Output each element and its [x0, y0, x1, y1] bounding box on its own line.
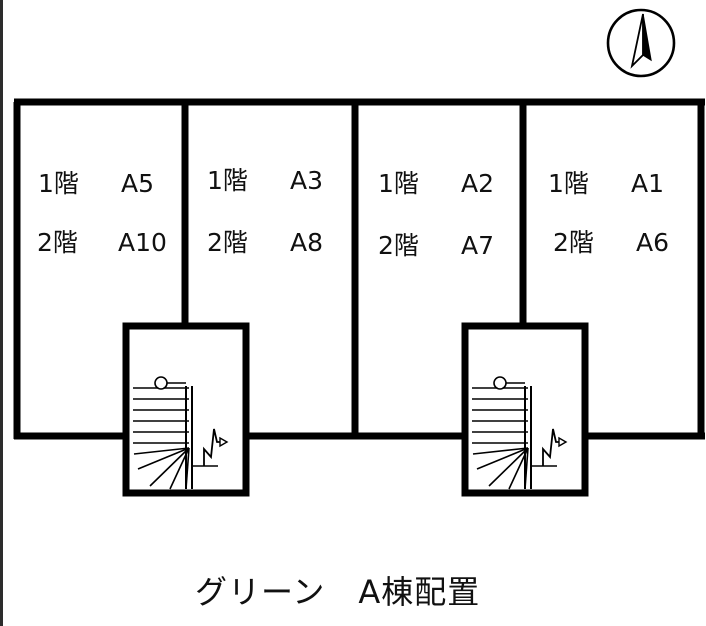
unit-number: A5: [121, 169, 154, 198]
floor1-label: 1階: [38, 169, 79, 198]
floor1-label: 1階: [378, 169, 419, 198]
unit-block-a3-a8: 1階 A3 2階 A8: [207, 166, 323, 257]
unit-number: A6: [636, 228, 669, 257]
floor2-label: 2階: [378, 231, 419, 260]
floor2-label: 2階: [207, 228, 248, 257]
floor2-label: 2階: [553, 228, 594, 257]
unit-number: A3: [290, 166, 323, 195]
floor1-label: 1階: [207, 166, 248, 195]
floor1-label: 1階: [548, 169, 589, 198]
staircase-icon: [465, 326, 585, 493]
building-outline: [13, 98, 705, 440]
plan-caption: グリーン A棟配置: [195, 573, 480, 611]
unit-number: A1: [631, 169, 664, 198]
unit-number: A7: [461, 231, 494, 260]
north-arrow-icon: [606, 8, 676, 78]
stairwell-left: [126, 326, 246, 493]
unit-number: A8: [290, 228, 323, 257]
staircase-icon: [126, 326, 246, 493]
unit-number: A2: [461, 169, 494, 198]
unit-block-a5-a10: 1階 A5 2階 A10: [37, 169, 167, 257]
unit-block-a2-a7: 1階 A2 2階 A7: [378, 169, 494, 260]
floor2-label: 2階: [37, 228, 78, 257]
unit-number: A10: [118, 228, 167, 257]
unit-block-a1-a6: 1階 A1 2階 A6: [548, 169, 669, 257]
stairwell-right: [465, 326, 585, 493]
window-edge: [0, 0, 3, 626]
